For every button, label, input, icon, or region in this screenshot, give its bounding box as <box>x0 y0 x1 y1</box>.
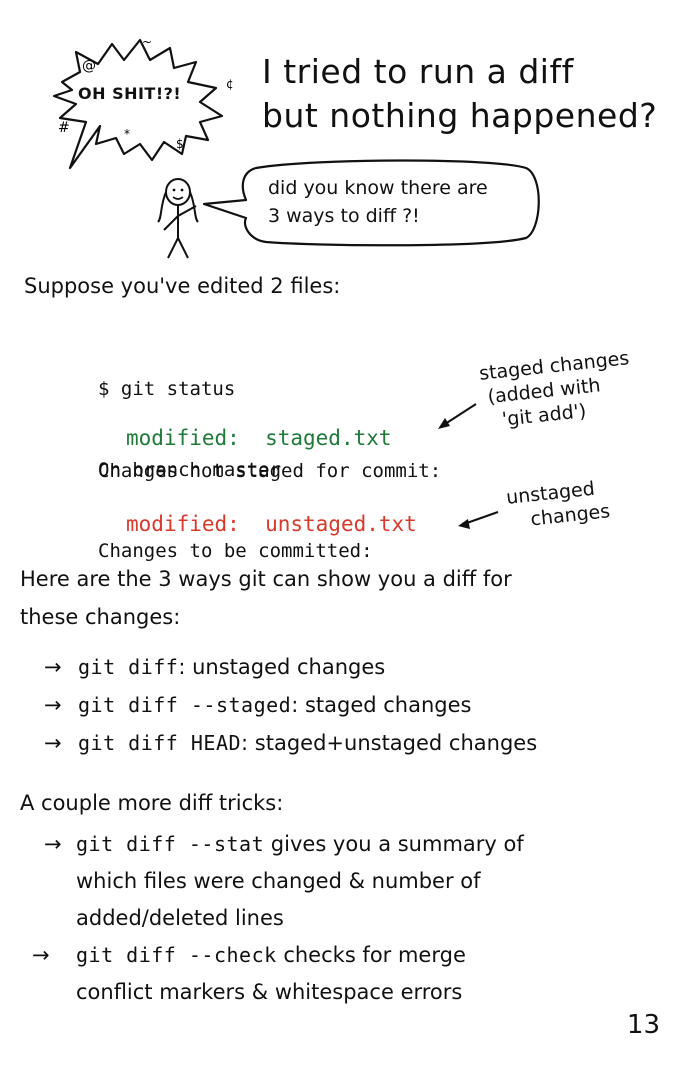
staged-file: staged.txt <box>265 426 392 450</box>
list-item: → git diff HEAD: staged+unstaged changes <box>44 724 537 762</box>
staged-file-line: modified: staged.txt <box>126 426 392 450</box>
description: : staged+unstaged changes <box>241 731 538 755</box>
tricks-intro: A couple more diff tricks: <box>20 791 284 815</box>
arrow-icon: → <box>44 731 62 755</box>
tricks-list: →git diff --stat gives you a summary of … <box>32 826 524 1011</box>
ways-intro: Here are the 3 ways git can show you a d… <box>20 560 512 636</box>
command: git diff --check <box>76 943 277 967</box>
unstaged-annotation: unstaged changes <box>505 475 611 533</box>
explosion-burst-icon: @ ~ # * ¢ $ <box>52 35 234 170</box>
command: git diff --stat <box>76 832 265 856</box>
page-number: 13 <box>626 1010 660 1040</box>
list-item: → git diff --stat gives you a summary of <box>44 826 524 863</box>
command: git diff HEAD <box>78 731 242 755</box>
speech-bubble-icon <box>202 159 540 247</box>
unstaged-file: unstaged.txt <box>265 512 417 536</box>
description-line: conflict markers & whitespace errors <box>76 980 463 1004</box>
terminal-output: $ git status On branch master Changes to… <box>98 322 373 592</box>
unstaged-file-line: modified: unstaged.txt <box>126 512 417 536</box>
arrow-icon <box>438 403 477 429</box>
svg-text:*: * <box>124 127 130 141</box>
svg-text:~: ~ <box>142 35 152 49</box>
description: gives you a summary of <box>264 832 524 856</box>
description: : staged changes <box>291 693 472 717</box>
list-item: → git diff --check checks for merge <box>32 937 524 974</box>
list-item: → git diff --staged: staged changes <box>44 686 537 724</box>
description-line: added/deleted lines <box>76 906 284 930</box>
terminal-line: $ git status <box>98 378 236 400</box>
speech-text: did you know there are 3 ways to diff ?! <box>268 174 488 230</box>
speech-line-2: 3 ways to diff ?! <box>268 205 420 227</box>
list-item: → git diff: unstaged changes <box>44 648 537 686</box>
description-line: which files were changed & number of <box>76 869 481 893</box>
description: checks for merge <box>276 943 466 967</box>
arrow-icon: → <box>44 832 62 856</box>
ways-list: → git diff: unstaged changes → git diff --… <box>44 648 537 762</box>
title-line-1: I tried to run a diff <box>262 52 574 91</box>
terminal-line: Changes not staged for commit: <box>98 460 442 482</box>
title-line-2: but nothing happened? <box>262 96 658 135</box>
ways-intro-line: Here are the 3 ways git can show you a d… <box>20 567 512 591</box>
unstaged-label: modified: <box>126 512 240 536</box>
terminal-line: Changes to be committed: <box>98 540 373 562</box>
staged-label: modified: <box>126 426 240 450</box>
command: git diff <box>78 655 179 679</box>
ways-intro-line: these changes: <box>20 605 181 629</box>
svg-text:@: @ <box>82 58 96 74</box>
svg-text:¢: ¢ <box>226 77 234 91</box>
intro-text: Suppose you've edited 2 files: <box>24 274 341 298</box>
page-title: I tried to run a diff but nothing happen… <box>262 50 657 138</box>
arrow-icon: → <box>44 655 62 679</box>
svg-text:#: # <box>58 120 70 136</box>
terminal-line: On branch master <box>98 459 282 481</box>
svg-text:$: $ <box>176 137 184 151</box>
arrow-icon <box>458 511 499 529</box>
command: git diff --staged <box>78 693 292 717</box>
description: : unstaged changes <box>178 655 386 679</box>
speech-line-1: did you know there are <box>268 177 488 199</box>
stick-figure-icon <box>157 178 199 259</box>
burst-label: OH SHIT!?! <box>78 84 182 103</box>
arrow-icon: → <box>32 943 50 967</box>
staged-annotation: staged changes (added with 'git add') <box>478 346 635 433</box>
arrow-icon: → <box>44 693 62 717</box>
